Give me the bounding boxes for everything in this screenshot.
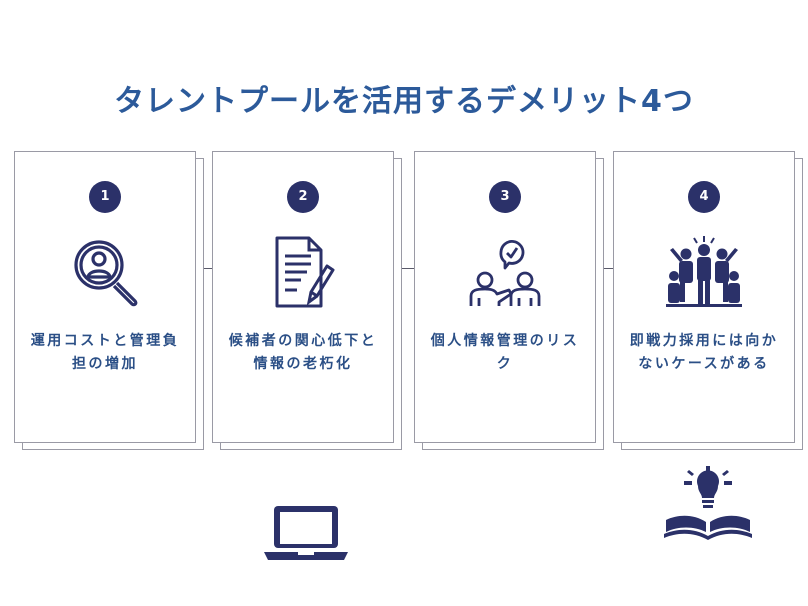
card-2: 2 候補者の関心低下と情報の老朽化 (212, 151, 402, 450)
card-label: 個人情報管理のリスク (430, 333, 580, 372)
page-title: タレントプールを活用するデメリット4つ (114, 84, 694, 119)
people-chat-icon (469, 240, 541, 306)
step-number-badge: 3 (489, 181, 521, 213)
document-pen-icon (275, 236, 335, 308)
card-1: 1 運用コストと管理負担の増加 (14, 151, 204, 450)
connector-line (392, 268, 414, 269)
book-lightbulb-icon (664, 466, 752, 540)
card-label: 即戦力採用には向かないケースがある (629, 333, 779, 372)
card-4: 4 (613, 151, 803, 450)
laptop-icon (264, 506, 348, 560)
step-number-badge: 2 (287, 181, 319, 213)
team-celebrate-icon (666, 236, 742, 307)
step-number-badge: 1 (89, 181, 121, 213)
connector-line (196, 268, 214, 269)
magnifier-person-icon (74, 240, 138, 307)
card-label: 候補者の関心低下と情報の老朽化 (228, 333, 378, 372)
card-3: 3 個人情報管理のリスク (414, 151, 604, 450)
step-number-badge: 4 (688, 181, 720, 213)
card-label: 運用コストと管理負担の増加 (30, 333, 180, 372)
